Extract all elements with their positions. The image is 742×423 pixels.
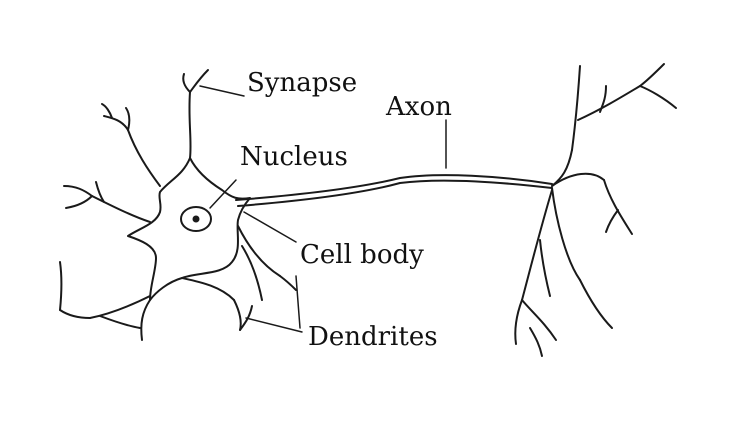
dendrites-leader-2	[245, 317, 303, 333]
cell-body-label: Cell body	[300, 240, 424, 270]
cellbody-leader	[243, 211, 297, 243]
leader-lines	[199, 85, 447, 333]
dendrites-shape	[59, 69, 297, 341]
cell-body-shape	[127, 157, 251, 301]
dendrites-label: Dendrites	[308, 322, 438, 352]
dendrites-leader-1	[295, 275, 301, 329]
nucleus-label: Nucleus	[240, 142, 348, 172]
synapse-leader	[199, 85, 245, 97]
axon-label: Axon	[386, 92, 452, 122]
nucleolus-dot	[192, 215, 200, 223]
axon-shape	[235, 174, 553, 207]
nucleus-leader	[209, 179, 237, 209]
synapse-label: Synapse	[247, 68, 358, 98]
axon-terminal-branches	[514, 63, 677, 357]
nucleus-shape	[180, 206, 212, 232]
